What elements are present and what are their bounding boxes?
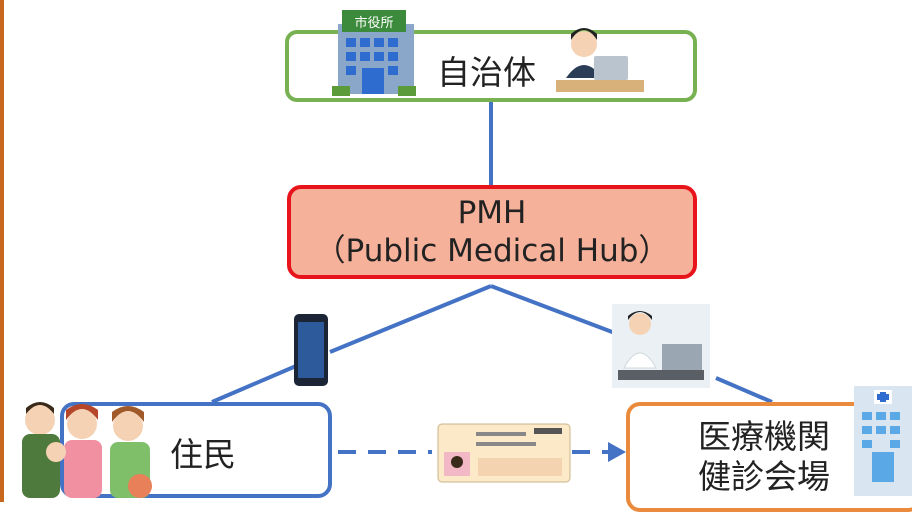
- pmh-box: PMH （Public Medical Hub）: [287, 185, 697, 279]
- residents-label: 住民: [170, 435, 236, 474]
- pmh-title: PMH: [457, 195, 527, 231]
- residents-box: [60, 402, 332, 498]
- connector-pmh-residents: [329, 284, 492, 354]
- municipality-label: 自治体: [437, 53, 536, 92]
- doctor-at-computer-icon: [612, 304, 710, 388]
- city-hall-sign: 市役所: [354, 15, 393, 31]
- office-worker-icon: [556, 28, 644, 92]
- family-icon: [22, 402, 152, 498]
- connector-pmh-residents-2: [211, 364, 297, 404]
- id-card-icon: [437, 423, 571, 483]
- smartphone-icon: [294, 314, 328, 386]
- connector-pmh-medical-2: [715, 376, 773, 404]
- medical-label-line2: 健診会場: [698, 457, 830, 496]
- hospital-icon: [854, 386, 912, 496]
- medical-label-line1: 医療機関: [698, 417, 830, 456]
- arrow-head: [608, 442, 626, 462]
- pmh-subtitle: （Public Medical Hub）: [314, 233, 670, 269]
- city-hall-icon: 市役所: [332, 10, 416, 96]
- connector-pmh-medical: [490, 284, 629, 340]
- frame-border: [0, 0, 4, 502]
